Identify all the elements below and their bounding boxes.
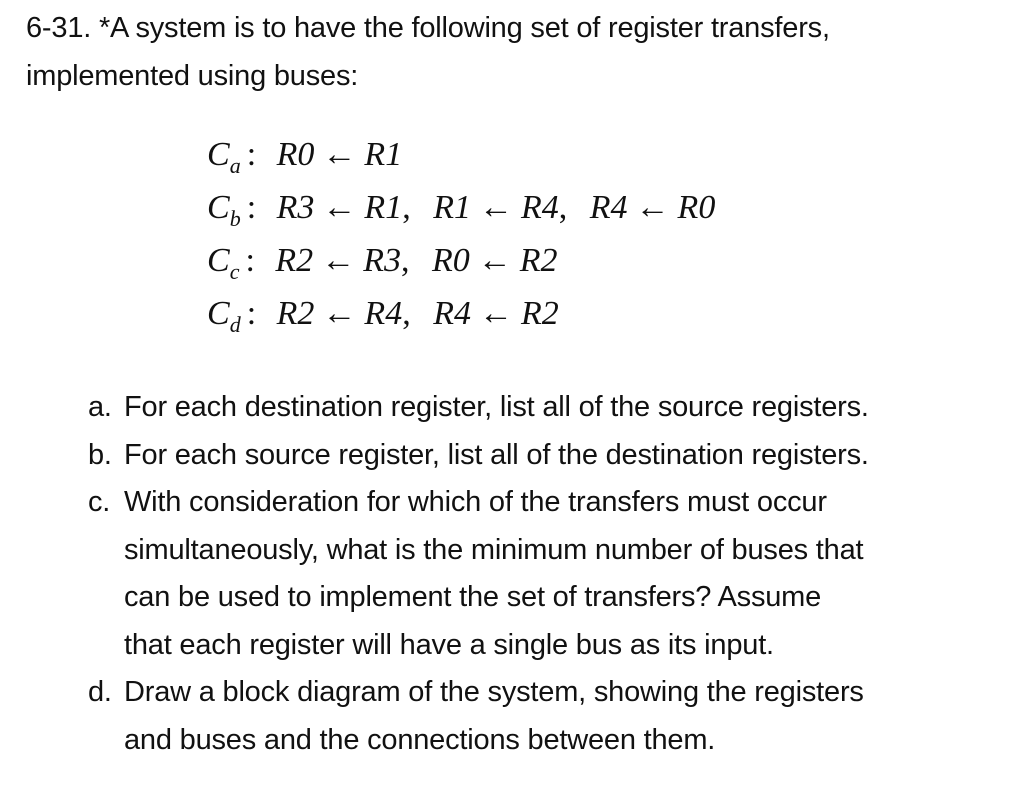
left-arrow-icon: ← — [635, 189, 670, 226]
destination-register: R4 — [433, 295, 471, 332]
problem-intro-line-2: implemented using buses: — [26, 60, 359, 92]
problem-statement: 6-31. *A system is to have the following… — [26, 4, 1006, 100]
transfer-row-a: Ca: R0←R1 — [207, 136, 403, 178]
part-text: For each destination register, list all … — [124, 391, 869, 423]
destination-register: R1 — [433, 189, 471, 226]
control-condition: Ca — [207, 136, 241, 178]
destination-register: R2 — [276, 295, 315, 332]
part-label: a. — [88, 391, 112, 423]
destination-register: R0 — [276, 136, 315, 173]
destination-register: R4 — [589, 189, 628, 226]
part-label: c. — [88, 486, 111, 518]
question-parts: a. For each destination register, list a… — [88, 384, 1008, 764]
transfer-row-d: Cd: R2←R4, R4←R2 — [207, 295, 559, 337]
left-arrow-icon: ← — [322, 136, 357, 173]
source-register: R0 — [677, 189, 716, 226]
part-label: d. — [88, 676, 112, 708]
source-register: R1 — [364, 136, 403, 173]
transfer-row-b: Cb: R3←R1, R1←R4, R4←R0 — [207, 189, 716, 231]
part-a: a. For each destination register, list a… — [88, 384, 1008, 432]
left-arrow-icon: ← — [478, 189, 513, 226]
part-d: d. Draw a block diagram of the system, s… — [88, 669, 1008, 764]
part-c: c. With consideration for which of the t… — [88, 479, 1008, 669]
part-b: b. For each source register, list all of… — [88, 432, 1008, 480]
part-label: b. — [88, 438, 112, 471]
left-arrow-icon: ← — [321, 242, 356, 279]
source-register: R4 — [364, 295, 403, 332]
left-arrow-icon: ← — [322, 189, 357, 226]
left-arrow-icon: ← — [322, 295, 357, 332]
source-register: R4 — [520, 189, 559, 226]
left-arrow-icon: ← — [477, 242, 512, 279]
destination-register: R0 — [431, 242, 470, 279]
control-condition: Cd — [207, 295, 241, 337]
left-arrow-icon: ← — [478, 295, 513, 332]
source-register: R1 — [364, 189, 403, 226]
destination-register: R3 — [276, 189, 315, 226]
transfer-row-c: Cc: R2←R3, R0←R2 — [207, 242, 558, 284]
problem-intro-line-1: 6-31. *A system is to have the following… — [26, 12, 830, 44]
destination-register: R2 — [275, 242, 314, 279]
source-register: R3 — [363, 242, 401, 279]
control-condition: Cc — [207, 242, 240, 284]
part-text: Draw a block diagram of the system, show… — [124, 676, 864, 756]
part-text: With consideration for which of the tran… — [124, 486, 864, 661]
control-condition: Cb — [207, 189, 241, 231]
source-register: R2 — [519, 242, 558, 279]
register-transfer-equations: Ca: R0←R1 Cb: R3←R1, R1←R4, R4←R0 Cc: R2… — [207, 128, 715, 340]
part-text: For each source register, list all of th… — [124, 438, 869, 471]
source-register: R2 — [520, 295, 559, 332]
